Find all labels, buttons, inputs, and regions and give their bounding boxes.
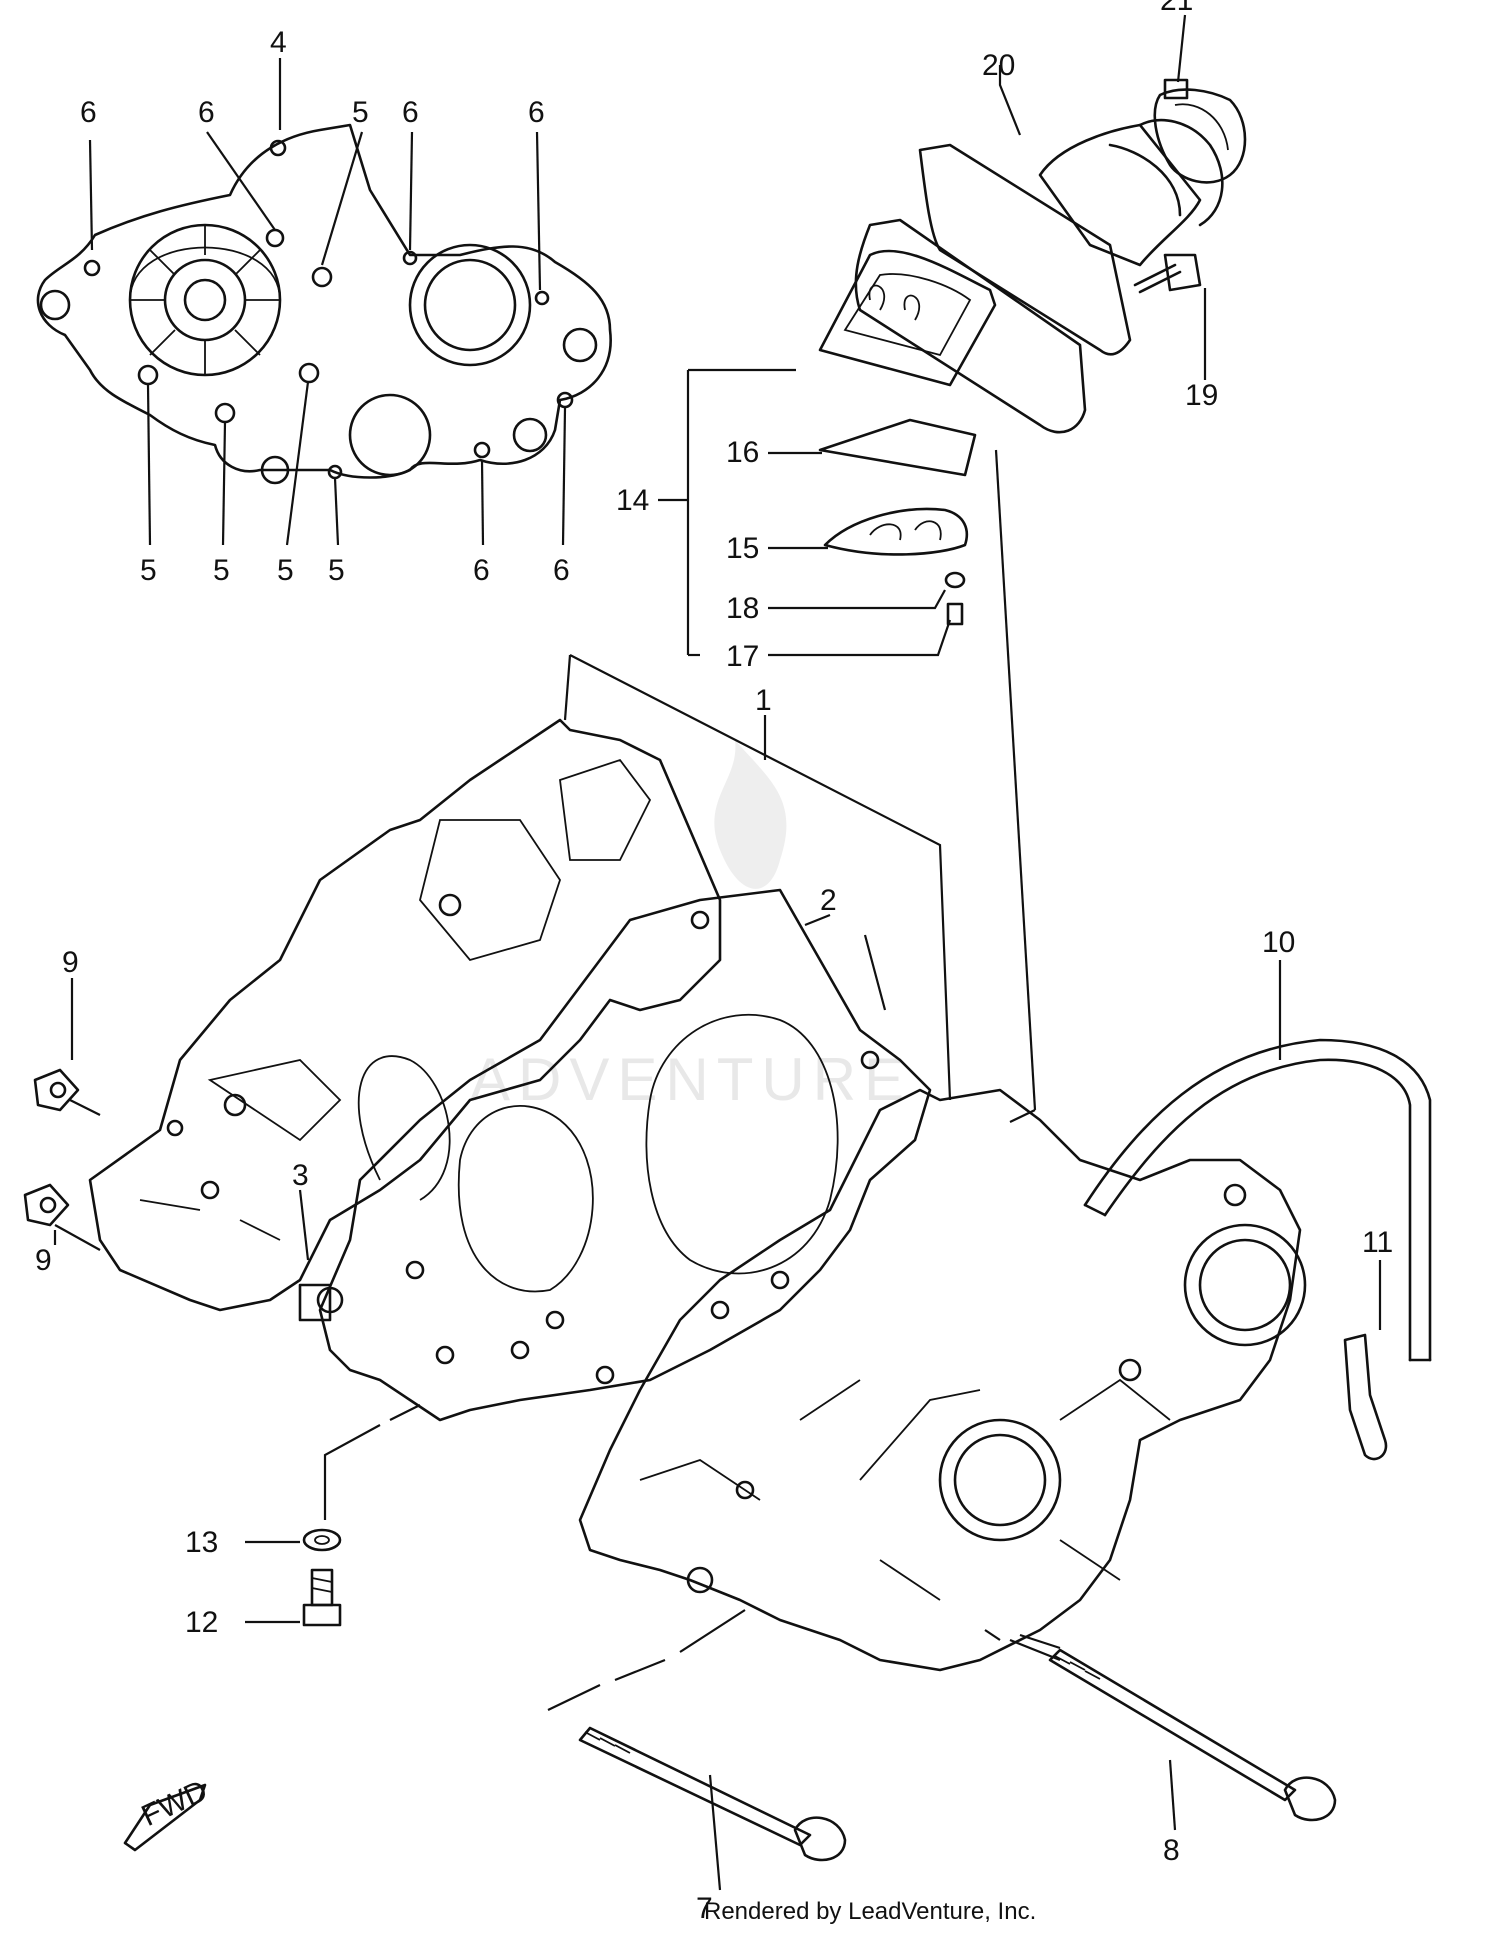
breather-pipe-part: [1083, 1038, 1432, 1362]
callout-13: 13: [185, 1526, 218, 1559]
callout-21: 21: [1160, 0, 1193, 17]
callout-6: 6: [80, 96, 97, 129]
callout-5: 5: [213, 554, 230, 587]
reed-valve-assembly: [818, 78, 1247, 1123]
callout-18: 18: [726, 592, 759, 625]
callout-4: 4: [270, 26, 287, 59]
crankcase-left-half-part: [88, 718, 722, 1314]
callout-1: 1: [755, 684, 772, 717]
callout-6: 6: [198, 96, 215, 129]
callout-20: 20: [982, 49, 1015, 82]
callout-6: 6: [402, 96, 419, 129]
crankcase-gasket-part: [318, 888, 932, 1422]
bolt-washer-parts: [302, 1528, 342, 1627]
callout-12: 12: [185, 1606, 218, 1639]
callout-5: 5: [140, 554, 157, 587]
callout-6: 6: [553, 554, 570, 587]
crankcase-right-half-part: [578, 1088, 1307, 1672]
svg-text:ADVENTURE: ADVENTURE: [470, 1046, 912, 1113]
credit-text: Rendered by LeadVenture, Inc.: [704, 1898, 1037, 1925]
callout-17: 17: [726, 640, 759, 673]
callout-2: 2: [820, 884, 837, 917]
leader-lines: [53, 14, 1382, 1891]
callout-19: 19: [1185, 379, 1218, 412]
callout-3: 3: [292, 1159, 309, 1192]
callout-10: 10: [1262, 926, 1295, 959]
callout-7: 7: [696, 1892, 713, 1925]
callout-9: 9: [62, 946, 79, 979]
callout-14: 14: [616, 484, 649, 517]
watermark-logo: ADVENTURE: [470, 740, 912, 1113]
callout-5: 5: [328, 554, 345, 587]
callout-5: 5: [277, 554, 294, 587]
callout-6: 6: [473, 554, 490, 587]
dowel-pin-parts: [23, 1068, 332, 1322]
render-credit: 7 Rendered by LeadVenture, Inc.: [696, 1892, 1037, 1926]
callout-5: 5: [352, 96, 369, 129]
callout-6: 6: [528, 96, 545, 129]
callout-8: 8: [1163, 1834, 1180, 1867]
callout-16: 16: [726, 436, 759, 469]
clamp-part: [1343, 1333, 1388, 1461]
callout-9: 9: [35, 1244, 52, 1277]
callout-labels: 4 6 6 5 6 6 5 5 5 5 6 6 21 20 19 14 16 1…: [35, 0, 1393, 1867]
forward-arrow-icon: FWD: [123, 1774, 213, 1852]
callout-15: 15: [726, 532, 759, 565]
callout-11: 11: [1362, 1226, 1393, 1259]
fwd-label: FWD: [137, 1774, 213, 1833]
long-bolt-parts: [578, 1648, 1337, 1862]
crankcase-cover-part: [36, 123, 612, 485]
